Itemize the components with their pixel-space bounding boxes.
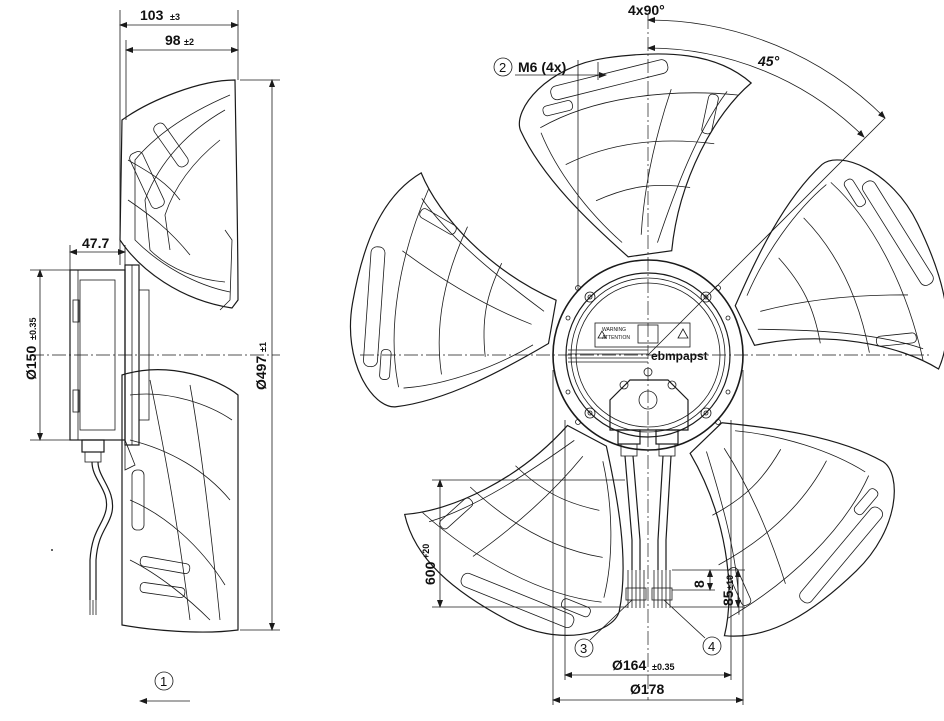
callout-3-circle	[574, 638, 594, 658]
dim-motor-diameter: Ø150	[23, 346, 39, 380]
bolt-holes	[565, 285, 731, 425]
dim-strip-long: 85	[720, 590, 736, 606]
blade-4	[382, 376, 686, 666]
svg-text:±0.35: ±0.35	[652, 662, 674, 672]
front-view: WARNING ATTENTION ebmpapst	[335, 2, 944, 705]
hub-outer	[552, 259, 744, 451]
brand-label: ebmpapst	[651, 349, 708, 363]
svg-text:3: 3	[580, 641, 587, 656]
side-view: 103 ±3 98 ±2 47.7 Ø150 ±0.35 Ø497 ±1 1	[23, 7, 280, 704]
svg-text:±0.35: ±0.35	[28, 318, 38, 340]
callout-2-circle	[493, 57, 513, 77]
svg-text:4: 4	[708, 639, 715, 654]
dim-bolt-circle: Ø164	[612, 657, 646, 673]
svg-text:ATTENTION: ATTENTION	[602, 335, 630, 341]
dim-thread: M6 (4x)	[518, 59, 566, 75]
svg-text:WARNING: WARNING	[602, 327, 626, 333]
dim-overall-depth: 103	[140, 7, 164, 23]
blade-5	[335, 164, 575, 433]
svg-text:+20: +20	[421, 544, 431, 559]
dim-strip-short: 8	[691, 580, 707, 588]
callout-1-circle	[154, 671, 174, 691]
wire-leads	[625, 570, 673, 608]
dim-cable-length: 600	[422, 561, 438, 585]
side-lower-blade	[121, 369, 239, 633]
dim-hub-depth: 47.7	[82, 235, 109, 251]
dim-hole-pattern: 4x90°	[628, 2, 665, 18]
callout-4-circle	[702, 636, 722, 656]
dim-fan-diameter: Ø497	[253, 356, 269, 390]
dim-angle: 45°	[757, 53, 780, 69]
dim-blade-depth: 98	[165, 32, 181, 48]
svg-text:±3: ±3	[170, 12, 180, 22]
svg-text:2: 2	[499, 60, 506, 75]
side-upper-blade	[119, 79, 239, 309]
svg-text:±2: ±2	[184, 37, 194, 47]
dim-hub-diameter: Ø178	[630, 681, 664, 697]
svg-text:±1: ±1	[258, 342, 268, 352]
svg-text:±10: ±10	[725, 575, 735, 590]
blade-3	[616, 360, 926, 669]
svg-text:1: 1	[160, 674, 167, 689]
